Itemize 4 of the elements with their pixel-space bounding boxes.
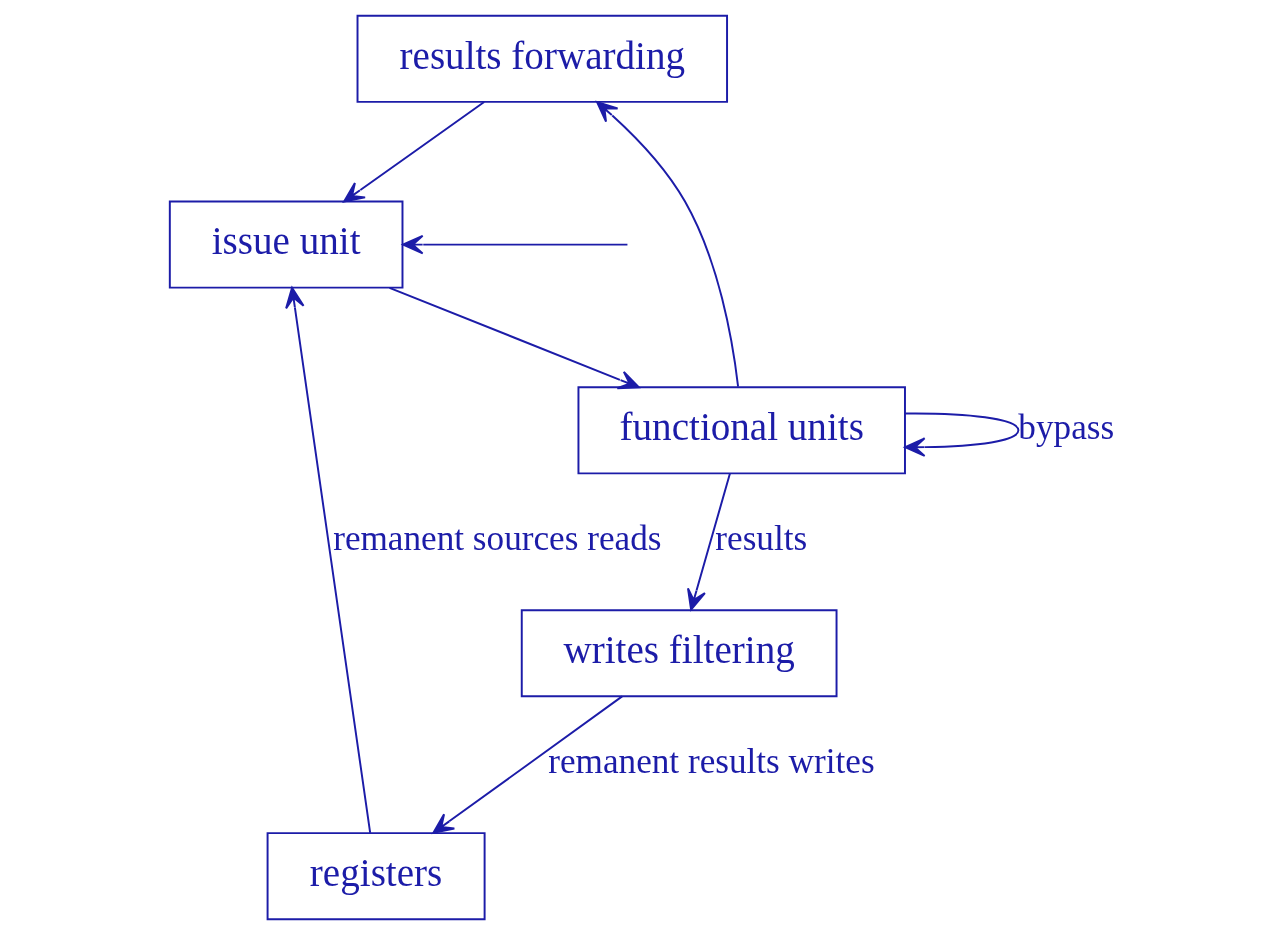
edge-label: results bbox=[714, 519, 807, 559]
edge-label: bypass bbox=[1017, 407, 1114, 447]
edge-label: remanent results writes bbox=[547, 742, 875, 782]
edge-label: remanent sources reads bbox=[332, 519, 661, 559]
